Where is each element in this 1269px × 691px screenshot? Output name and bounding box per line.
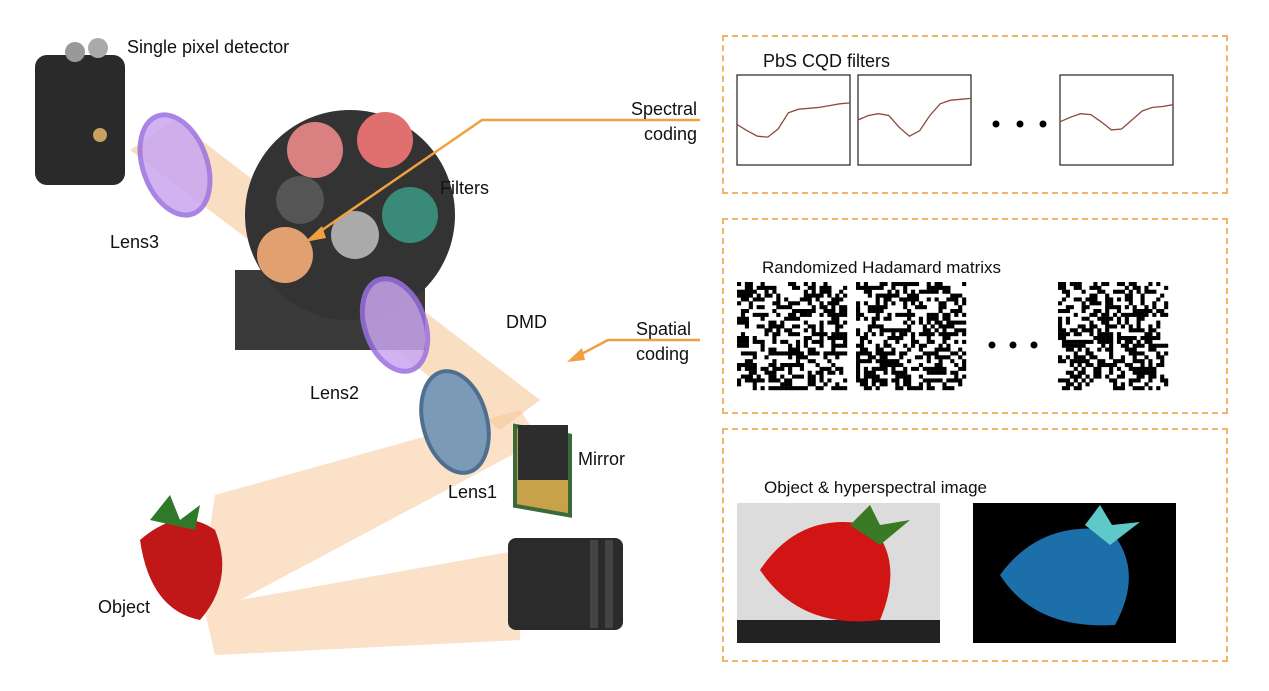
object-panel-title: Object & hyperspectral image (764, 478, 987, 497)
lens3 (137, 112, 213, 218)
label-spectral-line1: Spectral (631, 99, 698, 119)
object-photo (737, 503, 940, 643)
label-object: Object (98, 597, 151, 617)
mirror (518, 425, 568, 480)
label-dmd: DMD (506, 312, 547, 332)
spatial-coding-arrow (573, 338, 700, 360)
hadamard-matrix (737, 282, 848, 391)
ellipsis-dots (988, 120, 1047, 349)
label-spectral-coding: Spectral coding (630, 97, 697, 147)
label-spectral-line2: coding (644, 124, 698, 144)
label-lens3: Lens3 (110, 232, 160, 252)
single-pixel-detector (35, 38, 125, 185)
label-detector: Single pixel detector (127, 37, 290, 57)
filter-plot-frame (857, 74, 972, 166)
label-filters: Filters (440, 178, 489, 198)
hadamard-matrix (1058, 282, 1169, 391)
lens2 (359, 276, 431, 374)
object-panel (722, 428, 1228, 662)
filter-transmission-curve (736, 102, 851, 138)
strawberry-object (140, 495, 223, 620)
filter-plot-frame (1059, 74, 1174, 166)
spectral-coding-arrow (311, 118, 700, 239)
filter-plot-frame (736, 74, 851, 166)
label-spatial-line1: Spatial (636, 319, 692, 339)
label-spatial-coding: Spatial coding (636, 317, 691, 367)
spectral-panel-title: PbS CQD filters (763, 51, 891, 71)
hyperspectral-image (973, 503, 1176, 643)
lens1 (419, 369, 491, 475)
hadamard-matrix (856, 282, 967, 391)
label-lens1: Lens1 (448, 482, 498, 502)
spectral-coding-panel (722, 35, 1228, 194)
filter-transmission-curve (857, 97, 972, 137)
spatial-panel-title: Randomized Hadamard matrixs (762, 258, 1002, 277)
filter-transmission-curve (1059, 104, 1174, 131)
label-lens2: Lens2 (310, 383, 360, 403)
label-spatial-line2: coding (636, 344, 690, 364)
spatial-coding-panel (722, 218, 1228, 414)
label-mirror: Mirror (578, 449, 625, 469)
